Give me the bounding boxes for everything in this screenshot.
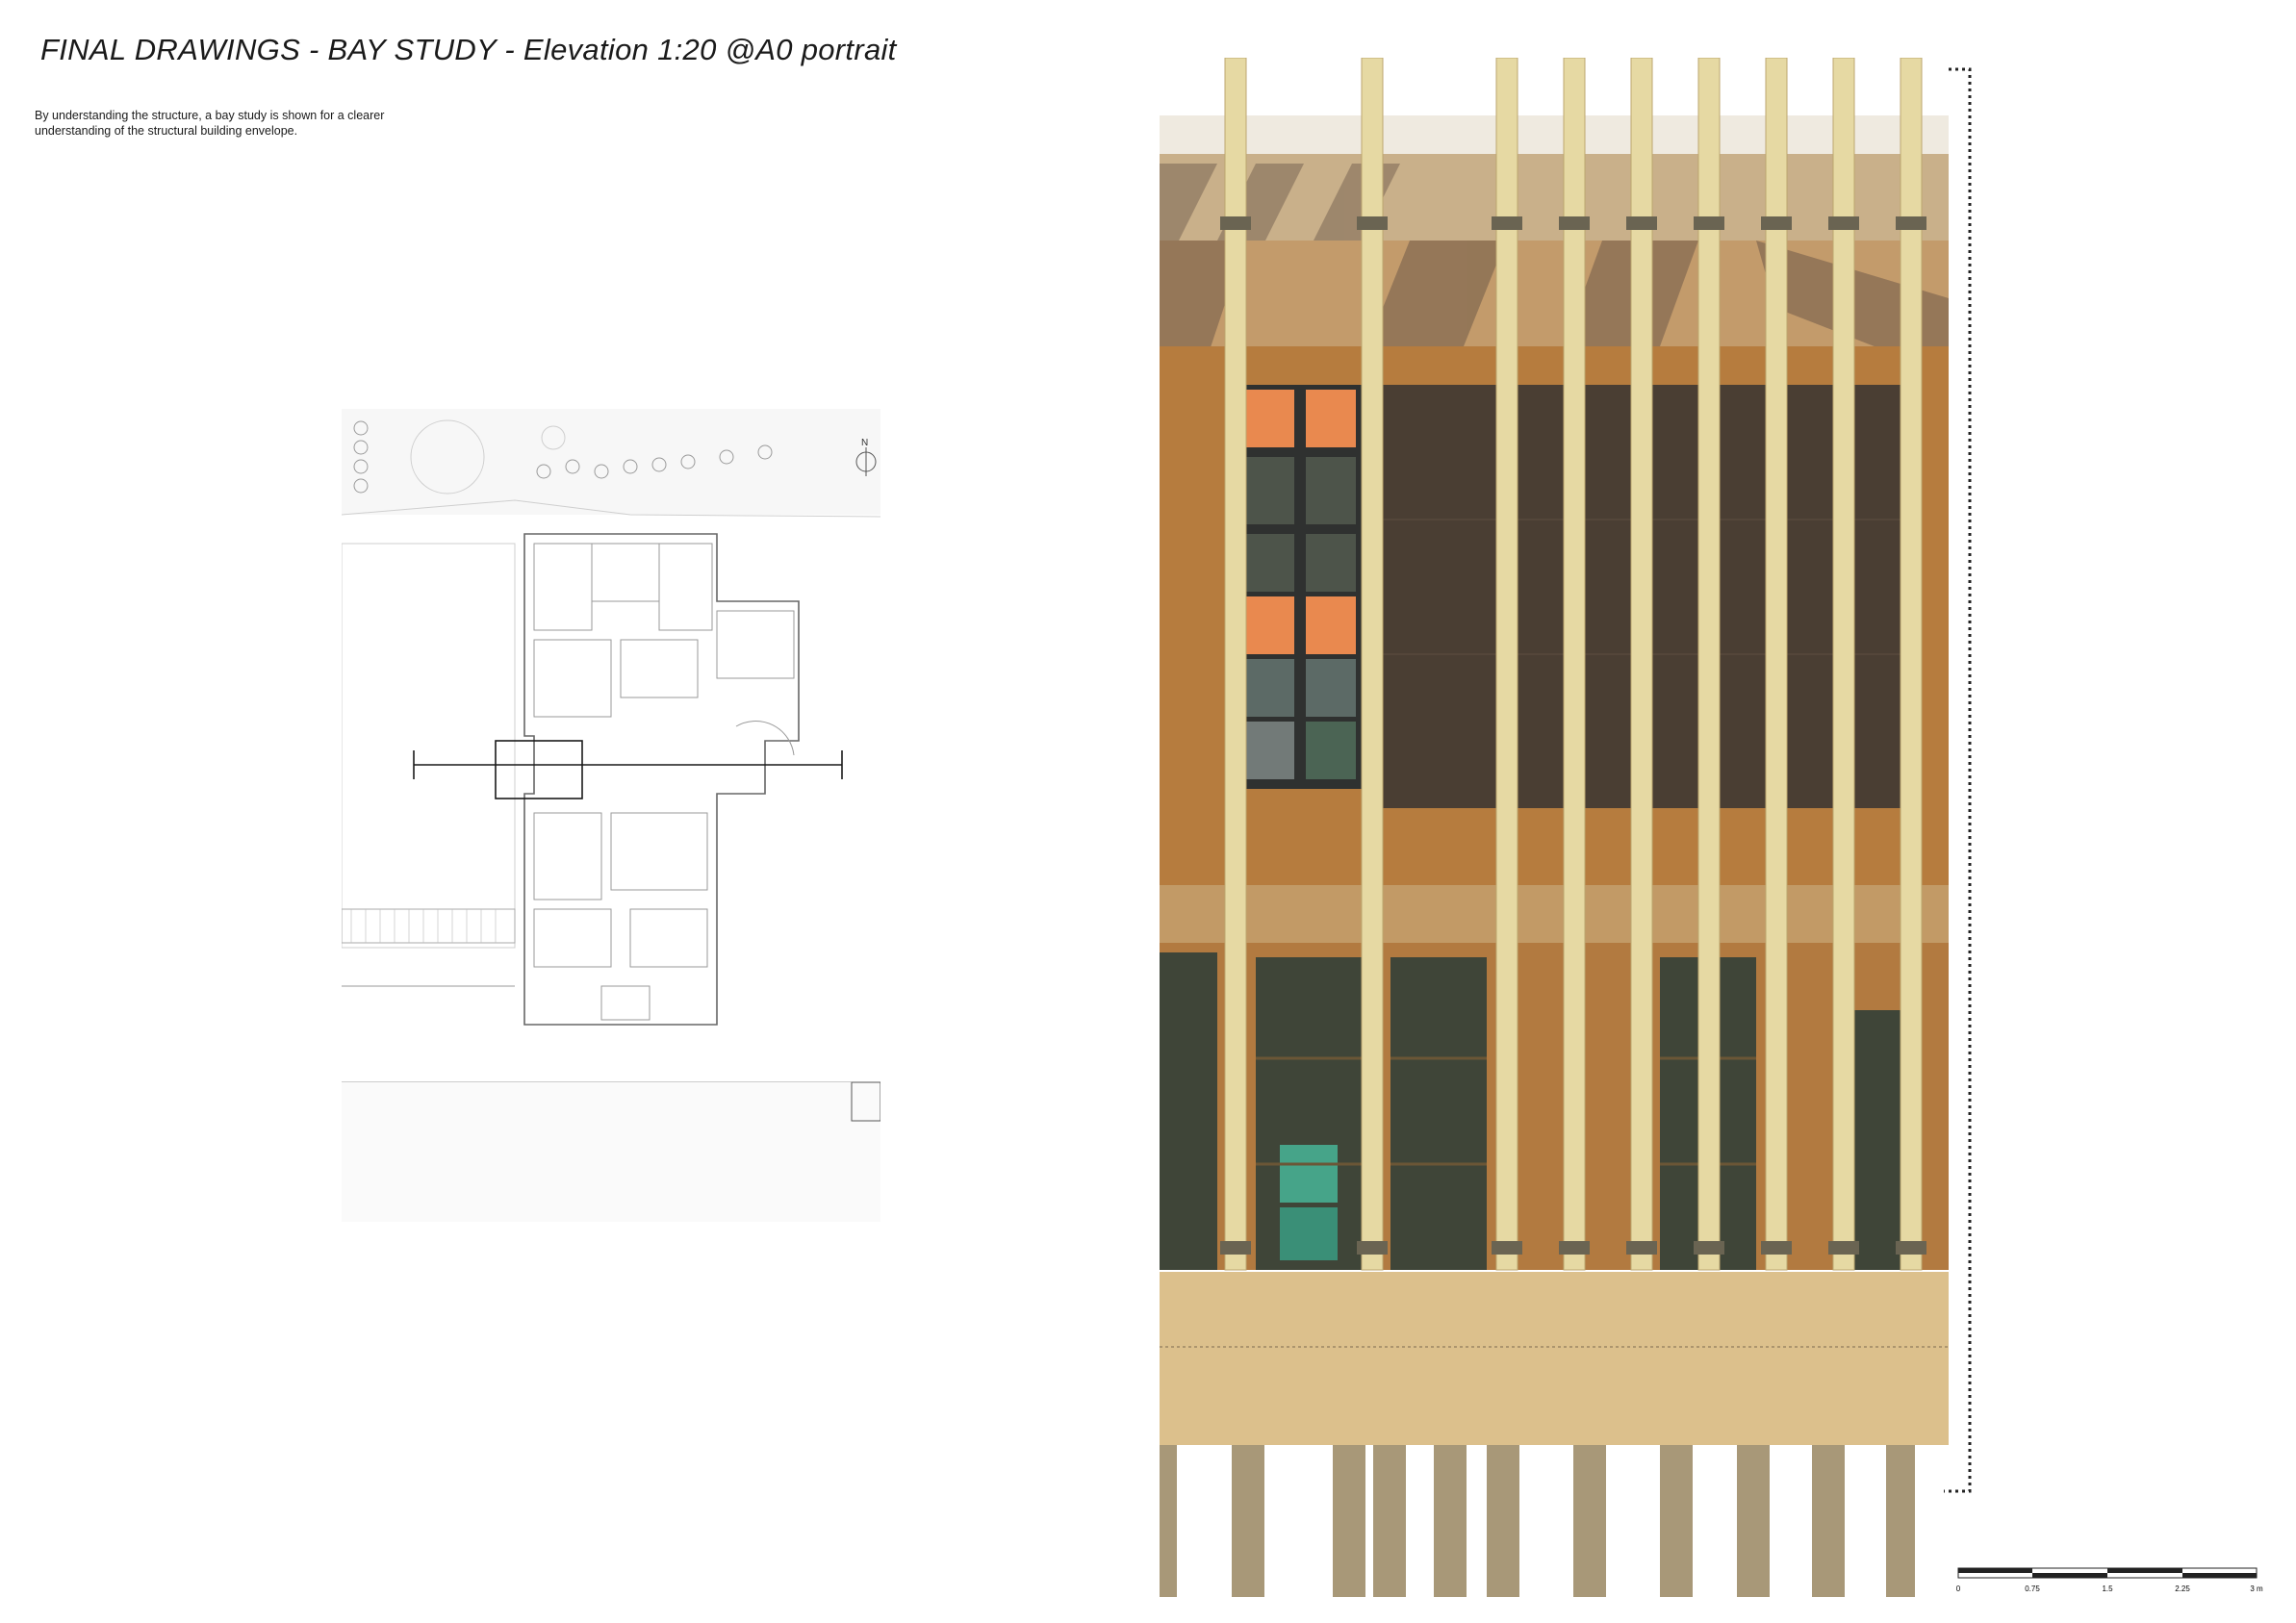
timber-fin xyxy=(1563,58,1586,1271)
pile xyxy=(1160,1445,1177,1597)
lower-window xyxy=(1390,957,1487,1270)
pile xyxy=(1373,1445,1406,1597)
orange-panel xyxy=(1306,596,1356,654)
timber-fin xyxy=(1697,58,1721,1271)
pile xyxy=(1333,1445,1365,1597)
orange-panel xyxy=(1306,390,1356,447)
page-description: By understanding the structure, a bay st… xyxy=(35,109,385,138)
timber-fin xyxy=(1361,58,1384,1271)
orange-panel xyxy=(1244,596,1294,654)
scale-label: 0 xyxy=(1956,1585,1961,1593)
pile xyxy=(1434,1445,1467,1597)
bay-elevation xyxy=(1160,58,1972,1597)
scale-label: 3 m xyxy=(2250,1585,2263,1593)
orange-panel xyxy=(1244,390,1294,447)
pile xyxy=(1660,1445,1693,1597)
pile xyxy=(1812,1445,1845,1597)
green-panel xyxy=(1280,1145,1338,1203)
page-title: FINAL DRAWINGS - BAY STUDY - Elevation 1… xyxy=(40,33,897,66)
scale-bar: 0 0.75 1.5 2.25 3 m xyxy=(1956,1567,2263,1593)
timber-fin xyxy=(1495,58,1518,1271)
timber-fin xyxy=(1900,58,1923,1271)
floor-slab xyxy=(1160,1272,1949,1445)
key-plan: N xyxy=(342,409,880,1227)
scale-label: 0.75 xyxy=(2025,1585,2040,1593)
scale-label: 2.25 xyxy=(2175,1585,2190,1593)
pile xyxy=(1737,1445,1770,1597)
timber-fin xyxy=(1765,58,1788,1271)
pile xyxy=(1573,1445,1606,1597)
pile xyxy=(1487,1445,1519,1597)
timber-fin xyxy=(1832,58,1855,1271)
timber-fin xyxy=(1630,58,1653,1271)
timber-fin xyxy=(1224,58,1247,1271)
pile xyxy=(1232,1445,1264,1597)
green-panel xyxy=(1280,1207,1338,1260)
scale-label: 1.5 xyxy=(2102,1585,2113,1593)
north-label: N xyxy=(861,438,868,448)
pile xyxy=(1886,1445,1915,1597)
